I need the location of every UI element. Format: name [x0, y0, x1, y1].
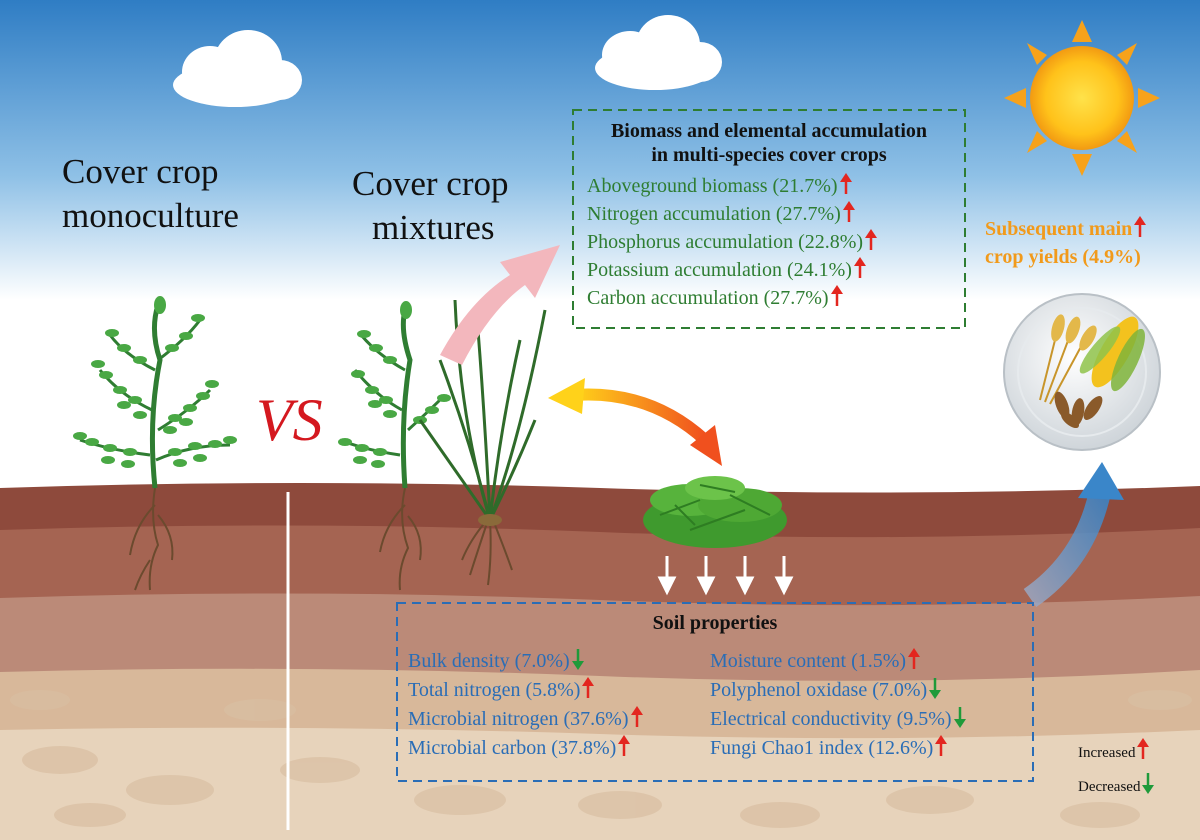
legend-increased-label: Increased — [1078, 745, 1136, 761]
soil-item-label: Polyphenol oxidase (7.0%) — [710, 679, 928, 701]
increase-arrow-icon — [865, 229, 878, 250]
monoculture-heading: Cover crop monoculture — [62, 150, 239, 238]
sun-icon — [1004, 20, 1160, 176]
legume-plant-monoculture-icon — [73, 296, 237, 591]
soil-item: Polyphenol oxidase (7.0%) — [710, 676, 966, 705]
soil-box — [396, 602, 1034, 782]
mixtures-heading-line2: mixtures — [372, 208, 495, 247]
biomass-item-label: Potassium accumulation (24.1%) — [587, 259, 852, 281]
decrease-arrow-icon — [571, 649, 584, 670]
biomass-title-line1: Biomass and elemental accumulation — [610, 120, 928, 142]
decomposition-arrows-icon — [657, 556, 794, 596]
increase-arrow-icon — [630, 706, 643, 727]
monoculture-heading-line1: Cover crop — [62, 152, 219, 191]
decrease-arrow-icon — [953, 707, 966, 728]
vs-label: VS — [256, 387, 323, 453]
soil-item-label: Fungi Chao1 index (12.6%) — [710, 737, 934, 759]
soil-item-label: Bulk density (7.0%) — [408, 650, 570, 672]
biomass-item: Phosphorus accumulation (22.8%) — [587, 228, 878, 256]
legume-plant-mixture-icon — [338, 301, 451, 591]
soil-item: Microbial carbon (37.8%) — [408, 734, 643, 763]
soil-box-title: Soil properties — [652, 612, 778, 634]
mixtures-heading: Cover crop mixtures — [352, 162, 508, 250]
biomass-item: Aboveground biomass (21.7%) — [587, 172, 877, 200]
grain-plate-icon — [1003, 293, 1161, 451]
increase-arrow-icon — [1134, 216, 1147, 237]
legend-decreased-label: Decreased — [1078, 779, 1141, 795]
biomass-box — [572, 109, 966, 329]
biomass-box-title: Biomass and elemental accumulation in mu… — [573, 119, 965, 167]
biomass-list: Aboveground biomass (21.7%) Nitrogen acc… — [587, 172, 878, 312]
biomass-item-label: Nitrogen accumulation (27.7%) — [587, 203, 841, 225]
soil-item-label: Moisture content (1.5%) — [710, 650, 907, 672]
legend-increased: Increased — [1078, 738, 1150, 762]
soil-list-left: Bulk density (7.0%) Total nitrogen (5.8%… — [408, 647, 643, 763]
decrease-arrow-icon — [1142, 773, 1155, 794]
mixtures-heading-line1: Cover crop — [352, 164, 509, 203]
increase-arrow-icon — [1137, 738, 1150, 759]
soil-item: Microbial nitrogen (37.6%) — [408, 705, 643, 734]
biomass-item: Potassium accumulation (24.1%) — [587, 256, 877, 284]
pink-arrow-icon — [440, 245, 560, 365]
cloud-right-icon — [595, 15, 722, 90]
biomass-item: Nitrogen accumulation (27.7%) — [587, 200, 877, 228]
monoculture-heading-line2: monoculture — [62, 196, 239, 235]
increase-arrow-icon — [935, 735, 948, 756]
increase-arrow-icon — [618, 735, 631, 756]
biomass-item-label: Aboveground biomass (21.7%) — [587, 175, 838, 197]
increase-arrow-icon — [839, 173, 852, 194]
decrease-arrow-icon — [929, 678, 942, 699]
soil-item: Bulk density (7.0%) — [408, 647, 643, 676]
biomass-title-line2: in multi-species cover crops — [651, 144, 887, 166]
soil-item: Fungi Chao1 index (12.6%) — [710, 734, 966, 763]
double-arrow-icon — [548, 378, 722, 466]
soil-item-label: Microbial carbon (37.8%) — [408, 737, 617, 759]
increase-arrow-icon — [853, 257, 866, 278]
soil-item: Electrical conductivity (9.5%) — [710, 705, 966, 734]
blue-arrow-icon — [1023, 462, 1124, 608]
increase-arrow-icon — [582, 677, 595, 698]
soil-item: Total nitrogen (5.8%) — [408, 676, 643, 705]
biomass-item-label: Carbon accumulation (27.7%) — [587, 287, 829, 309]
soil-item: Moisture content (1.5%) — [710, 647, 966, 676]
biomass-item: Carbon accumulation (27.7%) — [587, 284, 877, 312]
yield-line2: crop yields (4.9%) — [985, 246, 1141, 268]
increase-arrow-icon — [908, 648, 921, 669]
yield-label: Subsequent main crop yields (4.9%) — [985, 215, 1147, 271]
yield-line1: Subsequent main — [985, 215, 1147, 243]
soil-item-label: Microbial nitrogen (37.6%) — [408, 708, 629, 730]
increase-arrow-icon — [842, 201, 855, 222]
cloud-left-icon — [173, 30, 302, 107]
soil-layers — [0, 483, 1200, 840]
residue-pile-icon — [643, 476, 787, 548]
increase-arrow-icon — [830, 285, 843, 306]
soil-list-right: Moisture content (1.5%) Polyphenol oxida… — [710, 647, 966, 763]
biomass-item-label: Phosphorus accumulation (22.8%) — [587, 231, 864, 253]
soil-item-label: Total nitrogen (5.8%) — [408, 679, 581, 701]
soil-item-label: Electrical conductivity (9.5%) — [710, 708, 952, 730]
legend-decreased: Decreased — [1078, 772, 1155, 796]
